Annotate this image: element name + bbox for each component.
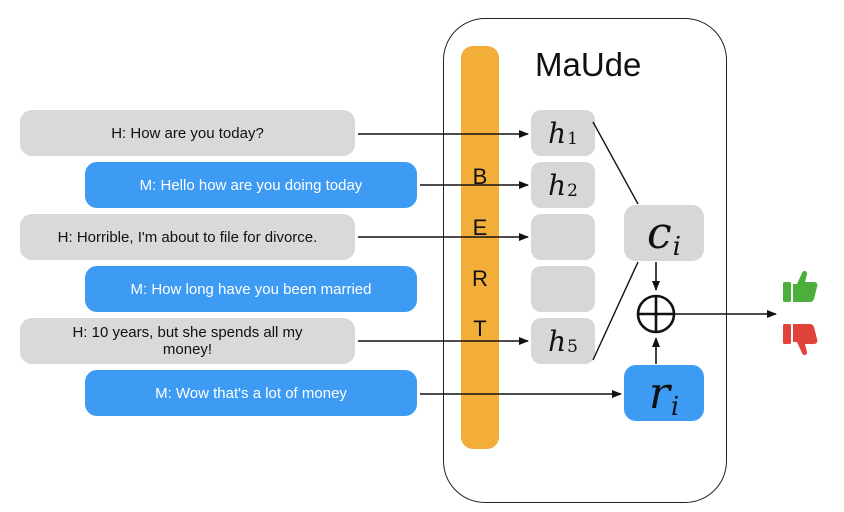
hidden-state-2-sub: 2 <box>567 181 578 201</box>
thumbs-up-icon <box>783 270 818 302</box>
utterance-5-text: H: 10 years, but she spends all my money… <box>72 324 303 358</box>
bert-letter-r: R <box>472 266 488 291</box>
thumbs-down-icon <box>783 324 818 356</box>
hidden-state-5-sub: 5 <box>567 337 578 357</box>
hidden-state-4 <box>531 266 595 312</box>
bert-letter-b: B <box>472 164 488 189</box>
utterance-2: M: Hello how are you doing today <box>85 162 417 208</box>
hidden-state-5-var: h <box>548 324 567 358</box>
hidden-state-1-sub: 1 <box>567 129 578 149</box>
utterance-3: H: Horrible, I'm about to file for divor… <box>20 214 355 260</box>
link-h5-context <box>592 261 639 361</box>
utterance-1-text: H: How are you today? <box>111 124 264 142</box>
combine-operator-icon <box>636 294 676 334</box>
response-vector-sub: i <box>670 392 680 422</box>
utterance-6-text: M: Wow that's a lot of money <box>155 384 347 402</box>
utterance-5: H: 10 years, but she spends all my money… <box>20 318 355 364</box>
utterance-1: H: How are you today? <box>20 110 355 156</box>
utterance-3-text: H: Horrible, I'm about to file for divor… <box>57 228 318 246</box>
context-vector-sub: i <box>672 232 681 262</box>
context-vector-var: c <box>647 207 672 259</box>
hidden-state-1-var: h <box>548 116 567 150</box>
bert-encoder-bar <box>461 46 499 449</box>
utterance-2-text: M: Hello how are you doing today <box>139 176 363 194</box>
hidden-state-3 <box>531 214 595 260</box>
utterance-4-text: M: How long have you been married <box>130 280 372 298</box>
utterance-4: M: How long have you been married <box>85 266 417 312</box>
model-title: MaUde <box>535 46 642 83</box>
link-h1-context <box>592 121 639 205</box>
bert-letter-e: E <box>472 215 488 240</box>
utterance-6: M: Wow that's a lot of money <box>85 370 417 416</box>
bert-letter-t: T <box>473 316 487 341</box>
response-vector-var: r <box>648 367 670 419</box>
hidden-state-2-var: h <box>548 168 567 202</box>
